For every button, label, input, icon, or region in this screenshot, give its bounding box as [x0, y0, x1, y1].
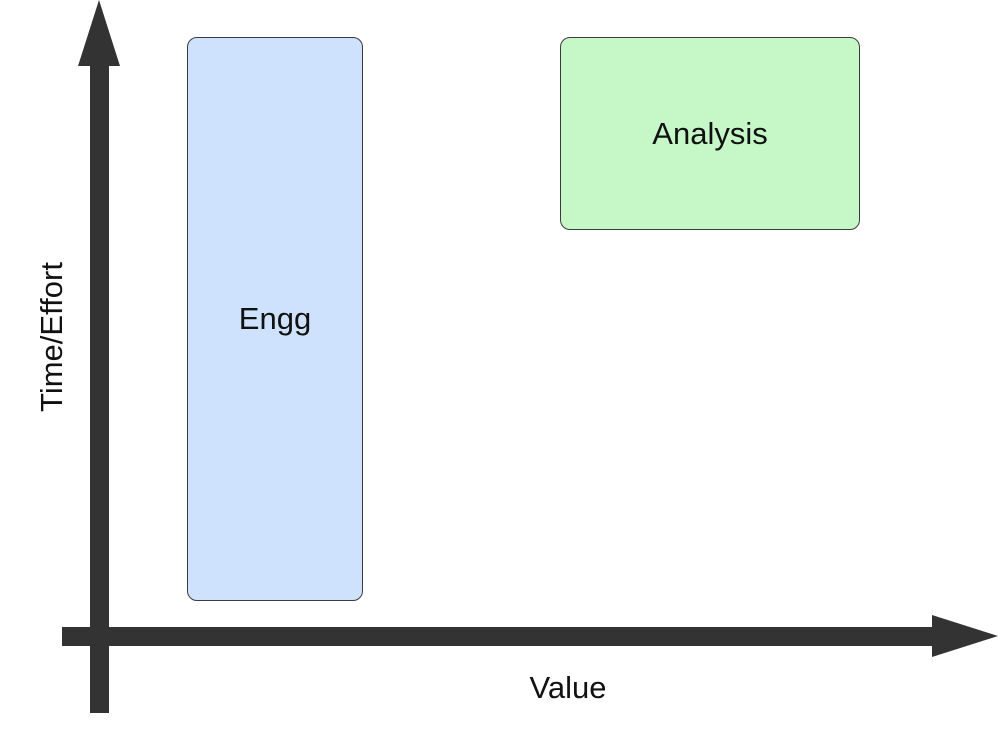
analysis-box: Analysis: [560, 37, 860, 230]
y-axis-label: Time/Effort: [34, 262, 69, 412]
engg-box: Engg: [187, 37, 363, 601]
y-axis-arrowhead: [78, 0, 120, 66]
x-axis-line: [62, 627, 940, 646]
analysis-box-label: Analysis: [652, 115, 768, 151]
x-axis-arrowhead: [932, 615, 998, 657]
y-axis-line: [90, 60, 109, 713]
engg-box-label: Engg: [238, 301, 312, 336]
x-axis-label: Value: [529, 670, 607, 705]
